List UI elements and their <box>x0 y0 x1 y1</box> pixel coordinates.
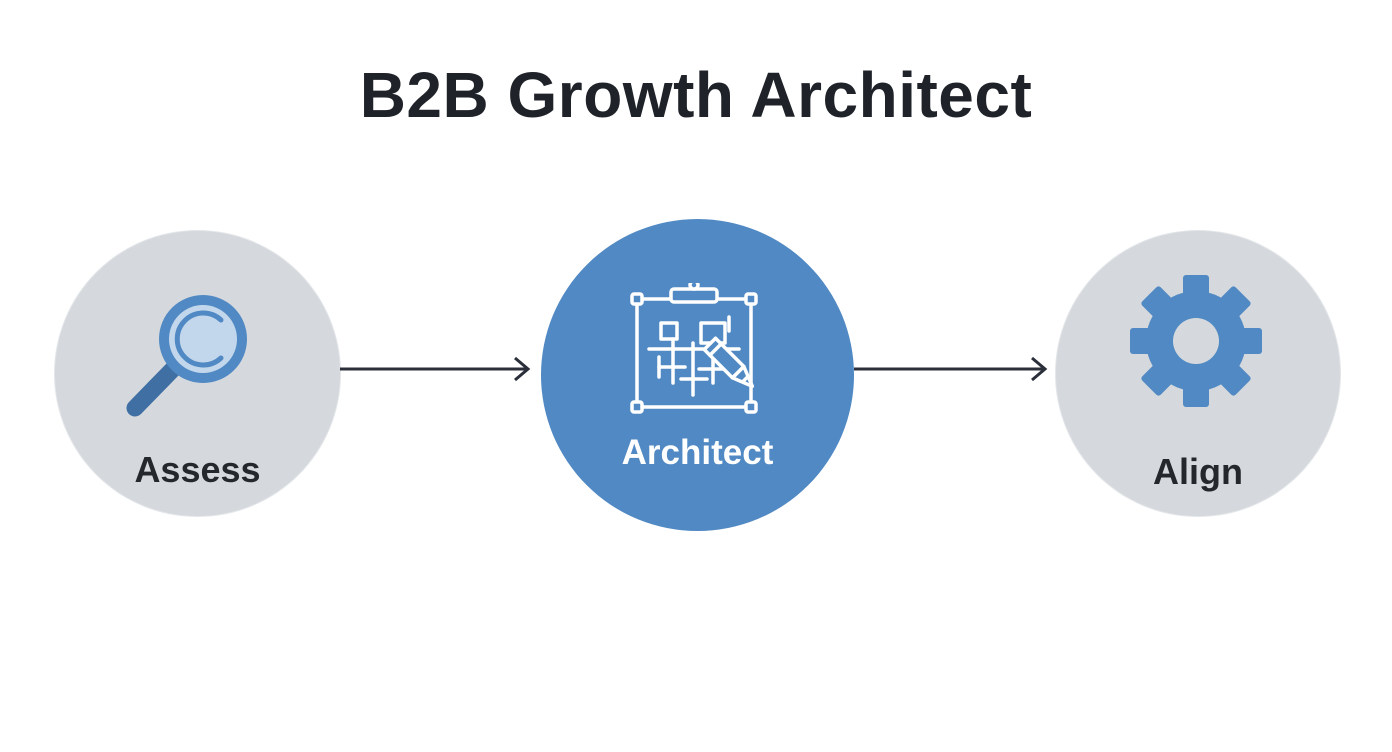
step-assess: Assess <box>55 231 340 516</box>
step-architect: Architect <box>541 219 854 531</box>
step-label: Architect <box>621 433 774 472</box>
arrow-connector <box>340 356 531 382</box>
page-title: B2B Growth Architect <box>359 59 1033 131</box>
blueprint-pencil-icon <box>630 283 758 414</box>
magnifying-glass-icon <box>126 295 247 417</box>
gear-icon <box>1130 275 1262 407</box>
step-label: Align <box>1153 451 1243 492</box>
step-label: Assess <box>134 449 261 490</box>
step-align: Align <box>1056 231 1340 516</box>
arrow-connector <box>854 356 1048 382</box>
